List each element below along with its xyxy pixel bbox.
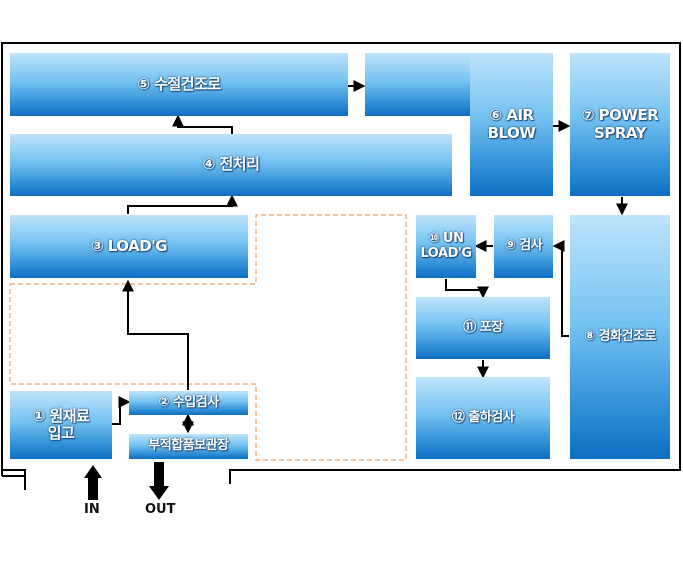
arrow-10-to-11 <box>445 279 489 299</box>
step-2-box: ② 수입검사 <box>129 391 248 415</box>
outer-frame <box>1 42 681 490</box>
step-1-box: ① 원재료 입고 <box>10 391 112 459</box>
reject-storage-box: 부적합품보관장 <box>129 434 248 459</box>
step-5-box: ⑤ 수절건조로 <box>10 53 348 116</box>
out-arrow-icon <box>149 462 169 500</box>
step-12-box: ⑫ 출하검사 <box>416 377 550 459</box>
step-11-box: ⑪ 포장 <box>416 297 550 359</box>
step-8-box: ⑧ 경화건조로 <box>570 215 670 459</box>
arrow-4-to-5 <box>172 114 233 134</box>
in-arrow-icon <box>84 465 102 500</box>
arrow-3-to-4 <box>127 194 238 214</box>
step-9-box: ⑨ 검사 <box>494 215 553 278</box>
out-label: OUT <box>145 502 176 517</box>
arrow-8-to-9 <box>552 240 569 337</box>
dashed-area-left <box>9 214 407 461</box>
step-7-box: ⑦ POWER SPRAY <box>570 53 670 196</box>
step-3-box: ③ LOAD'G <box>10 215 248 278</box>
step-10-box: ⑩ UN LOAD'G <box>416 215 476 278</box>
in-label: IN <box>84 502 100 517</box>
step-4-box: ④ 전처리 <box>10 134 452 196</box>
step-6-box-lower: ⑥ AIR BLOW <box>470 53 553 196</box>
arrow-2-to-3 <box>122 279 189 390</box>
arrow-1-to-2 <box>112 396 131 425</box>
